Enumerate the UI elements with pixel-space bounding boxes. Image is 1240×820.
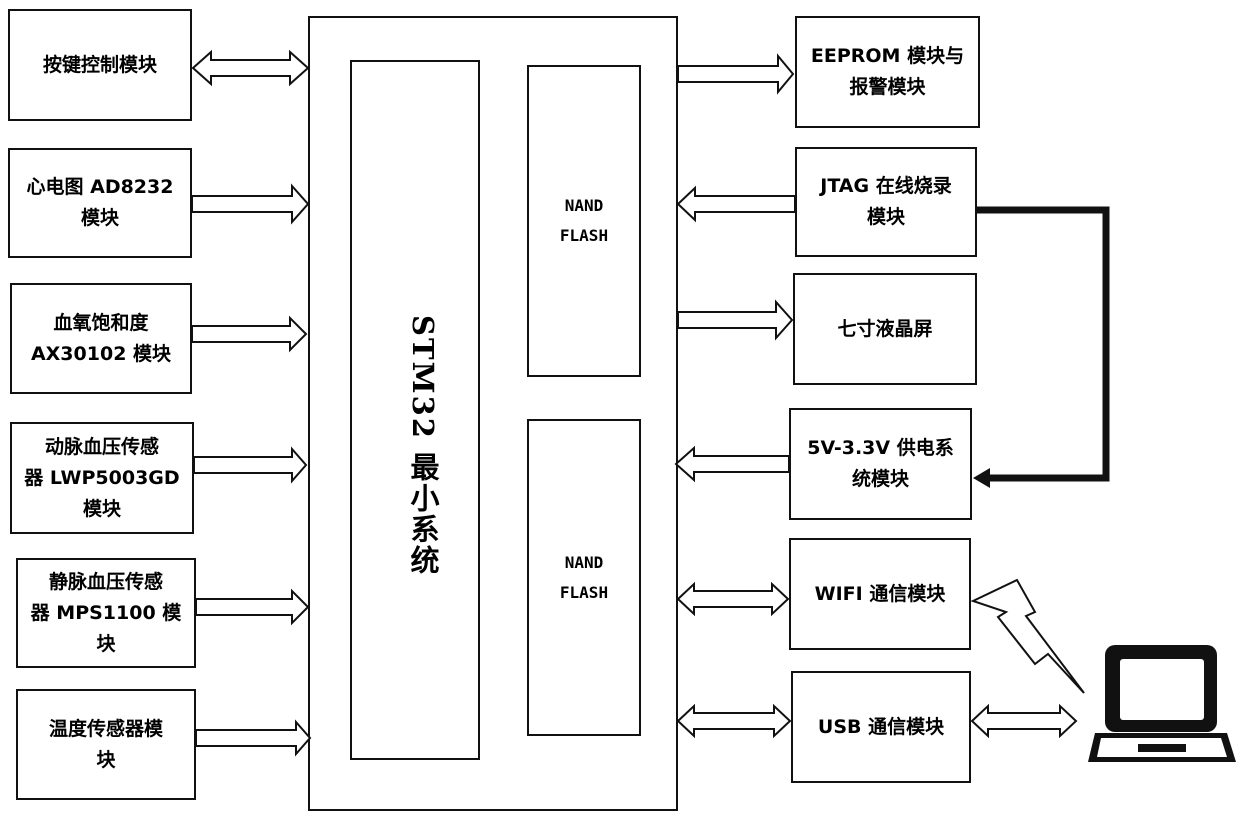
laptop-touchpad <box>1138 744 1186 752</box>
lcd-arrow <box>678 302 792 338</box>
arterial-arrow <box>194 449 306 481</box>
power-arrow <box>676 448 789 480</box>
eeprom-arrow <box>678 56 793 92</box>
usb-bidirectional-arrow <box>678 706 790 736</box>
lightning-wireless-icon <box>973 580 1084 693</box>
temperature-arrow <box>196 722 310 754</box>
wifi-bidirectional-arrow <box>678 584 788 614</box>
jtag-arrow <box>678 188 795 220</box>
venous-arrow <box>196 591 308 623</box>
laptop-icon <box>1088 645 1236 762</box>
usb-laptop-bidirectional-arrow <box>972 706 1076 736</box>
ecg-arrow <box>192 186 308 222</box>
laptop-screen <box>1120 659 1204 720</box>
spo2-arrow <box>192 318 306 350</box>
jtag-power-connector-arrowhead <box>973 468 990 488</box>
jtag-power-connector <box>977 210 1106 478</box>
keypad-bidirectional-arrow <box>193 52 308 84</box>
